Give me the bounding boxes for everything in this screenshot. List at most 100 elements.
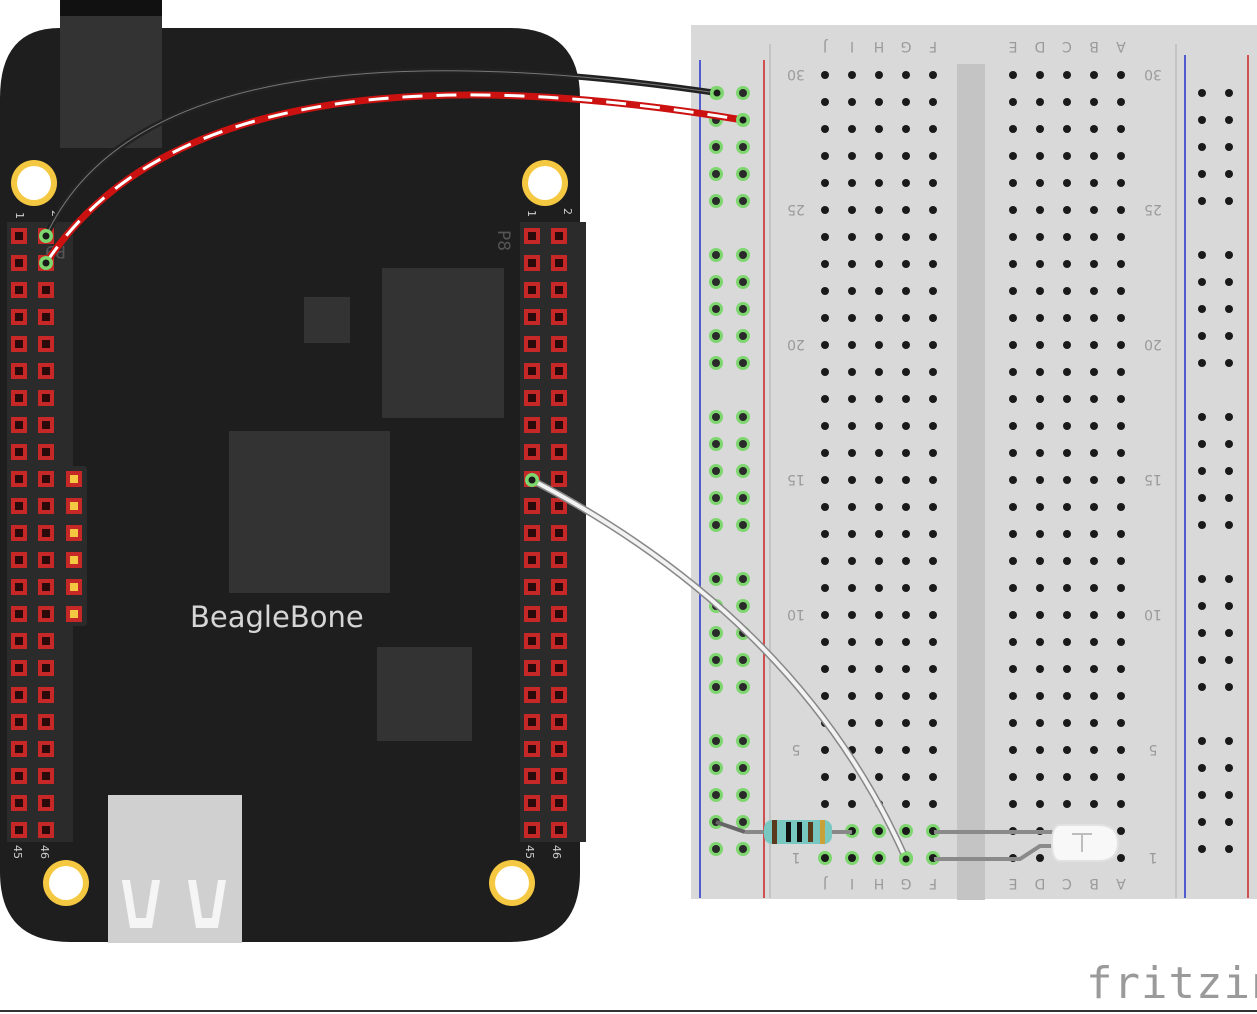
rail-hole	[1225, 683, 1233, 691]
rail-hole	[739, 791, 747, 799]
rail-hole	[1225, 440, 1233, 448]
rail-hole	[739, 89, 747, 97]
rail-hole	[1198, 170, 1206, 178]
rail-hole	[1225, 818, 1233, 826]
column-letter-label: A	[1116, 875, 1126, 891]
column-letter-label: F	[929, 875, 937, 891]
breadboard-hole	[1009, 503, 1017, 511]
breadboard-hole	[929, 314, 937, 322]
breadboard-hole	[1063, 341, 1071, 349]
breadboard-hole	[875, 476, 883, 484]
row-number-label: 30	[1144, 66, 1162, 82]
p8-header-label: P8	[493, 230, 513, 251]
rail-hole	[739, 440, 747, 448]
row-number-label: 15	[787, 471, 805, 487]
breadboard-hole	[1063, 530, 1071, 538]
rail-hole	[712, 494, 720, 502]
breadboard-hole	[821, 422, 829, 430]
breadboard-hole	[821, 314, 829, 322]
breadboard-hole	[821, 503, 829, 511]
breadboard-hole	[1090, 692, 1098, 700]
breadboard-hole	[1090, 422, 1098, 430]
row-number-label: 30	[787, 66, 805, 82]
breadboard-hole	[821, 368, 829, 376]
rail-hole	[712, 521, 720, 529]
column-letter-label: C	[1062, 875, 1072, 891]
breadboard-hole	[848, 638, 856, 646]
rail-hole	[1198, 89, 1206, 97]
breadboard-hole	[1063, 152, 1071, 160]
rail-hole	[1198, 467, 1206, 475]
rail-hole	[739, 305, 747, 313]
resistor	[715, 820, 852, 844]
breadboard-hole	[848, 341, 856, 349]
breadboard-hole	[1090, 71, 1098, 79]
row-number-label: 10	[787, 606, 805, 622]
breadboard-hole	[875, 827, 883, 835]
rail-hole	[1198, 197, 1206, 205]
breadboard-hole	[1063, 719, 1071, 727]
chip-small	[304, 297, 350, 343]
breadboard-hole	[1090, 206, 1098, 214]
breadboard-hole	[1036, 449, 1044, 457]
breadboard-hole	[929, 206, 937, 214]
breadboard-hole	[1036, 368, 1044, 376]
breadboard-hole	[875, 71, 883, 79]
breadboard-hole	[1063, 557, 1071, 565]
breadboard-hole	[1009, 395, 1017, 403]
breadboard-hole	[875, 719, 883, 727]
breadboard-hole	[1009, 719, 1017, 727]
rail-hole	[739, 413, 747, 421]
rail-hole	[739, 602, 747, 610]
breadboard-hole	[875, 665, 883, 673]
breadboard-hole	[1009, 71, 1017, 79]
breadboard-hole	[1009, 368, 1017, 376]
column-letter-label: B	[1089, 875, 1099, 891]
rail-hole	[739, 197, 747, 205]
breadboard-hole	[1117, 206, 1125, 214]
rail-hole	[1225, 332, 1233, 340]
breadboard-hole	[929, 530, 937, 538]
breadboard-hole	[1063, 422, 1071, 430]
rail-hole	[1225, 359, 1233, 367]
breadboard-hole	[875, 746, 883, 754]
breadboard-hole	[875, 287, 883, 295]
breadboard-hole	[902, 125, 910, 133]
column-letter-label: H	[874, 38, 885, 54]
breadboard-hole	[848, 449, 856, 457]
breadboard-hole	[1117, 98, 1125, 106]
breadboard-hole	[821, 611, 829, 619]
breadboard-hole	[1090, 179, 1098, 187]
breadboard-hole	[848, 260, 856, 268]
breadboard-hole	[902, 314, 910, 322]
led	[934, 824, 1120, 862]
breadboard-hole	[1117, 422, 1125, 430]
breadboard-hole	[1117, 179, 1125, 187]
breadboard-hole	[1117, 827, 1125, 835]
breadboard-hole	[875, 179, 883, 187]
breadboard-hole	[1036, 530, 1044, 538]
rail-hole	[1198, 413, 1206, 421]
breadboard-hole	[902, 773, 910, 781]
breadboard-hole	[1117, 449, 1125, 457]
breadboard-hole	[875, 692, 883, 700]
breadboard-hole	[1117, 638, 1125, 646]
breadboard-hole	[902, 827, 910, 835]
breadboard-hole	[1063, 125, 1071, 133]
breadboard-hole	[1063, 773, 1071, 781]
breadboard-hole	[929, 584, 937, 592]
breadboard-hole	[848, 854, 856, 862]
breadboard-hole	[1117, 152, 1125, 160]
breadboard-hole	[1117, 530, 1125, 538]
breadboard-hole	[902, 530, 910, 538]
rail-hole	[712, 656, 720, 664]
rail-hole	[1225, 116, 1233, 124]
breadboard-hole	[929, 125, 937, 133]
ground-wire	[43, 67, 718, 238]
breadboard-hole	[929, 395, 937, 403]
breadboard-hole	[1090, 260, 1098, 268]
fritzing-logo: fritzing	[1086, 958, 1257, 1009]
breadboard-hole	[929, 719, 937, 727]
breadboard-hole	[875, 638, 883, 646]
